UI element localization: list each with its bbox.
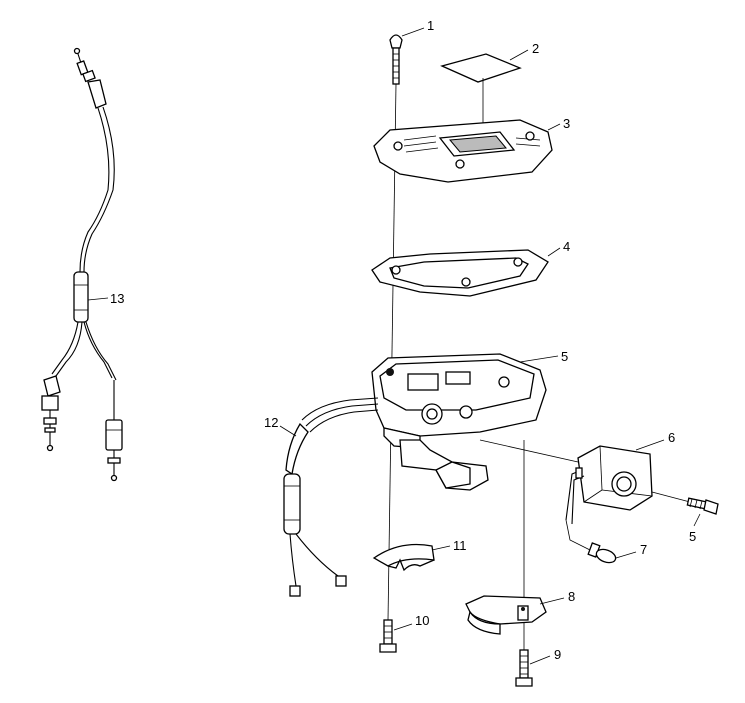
callout-3: 3	[563, 116, 570, 131]
screw-5b: 5	[651, 491, 719, 544]
cover-plate-3: 3	[373, 116, 570, 183]
gasket-4: 4	[371, 239, 570, 297]
bulb-7: 7	[565, 519, 647, 564]
callout-5a: 5	[561, 349, 568, 364]
switch-box-6: 6	[479, 430, 675, 525]
wire-harness-12: 12	[264, 415, 347, 597]
callout-10: 10	[415, 613, 429, 628]
callout-9: 9	[554, 647, 561, 662]
callout-2: 2	[532, 41, 539, 56]
callout-5b: 5	[689, 529, 696, 544]
label-2: 2	[440, 41, 539, 130]
callout-12: 12	[264, 415, 278, 430]
housing-5: 5	[301, 349, 568, 491]
callout-6: 6	[668, 430, 675, 445]
callout-13: 13	[110, 291, 124, 306]
screw-1: 1	[389, 18, 434, 85]
spacer-11: 11	[372, 538, 467, 572]
callout-11: 11	[453, 538, 467, 553]
callout-7: 7	[640, 542, 647, 557]
screw-9: 9	[515, 647, 561, 687]
callout-4: 4	[563, 239, 570, 254]
cable-assembly-13: 13	[41, 47, 124, 482]
callout-8: 8	[568, 589, 575, 604]
screw-10: 10	[379, 613, 429, 653]
clamp-8: 8	[465, 440, 575, 650]
callout-1: 1	[427, 18, 434, 33]
